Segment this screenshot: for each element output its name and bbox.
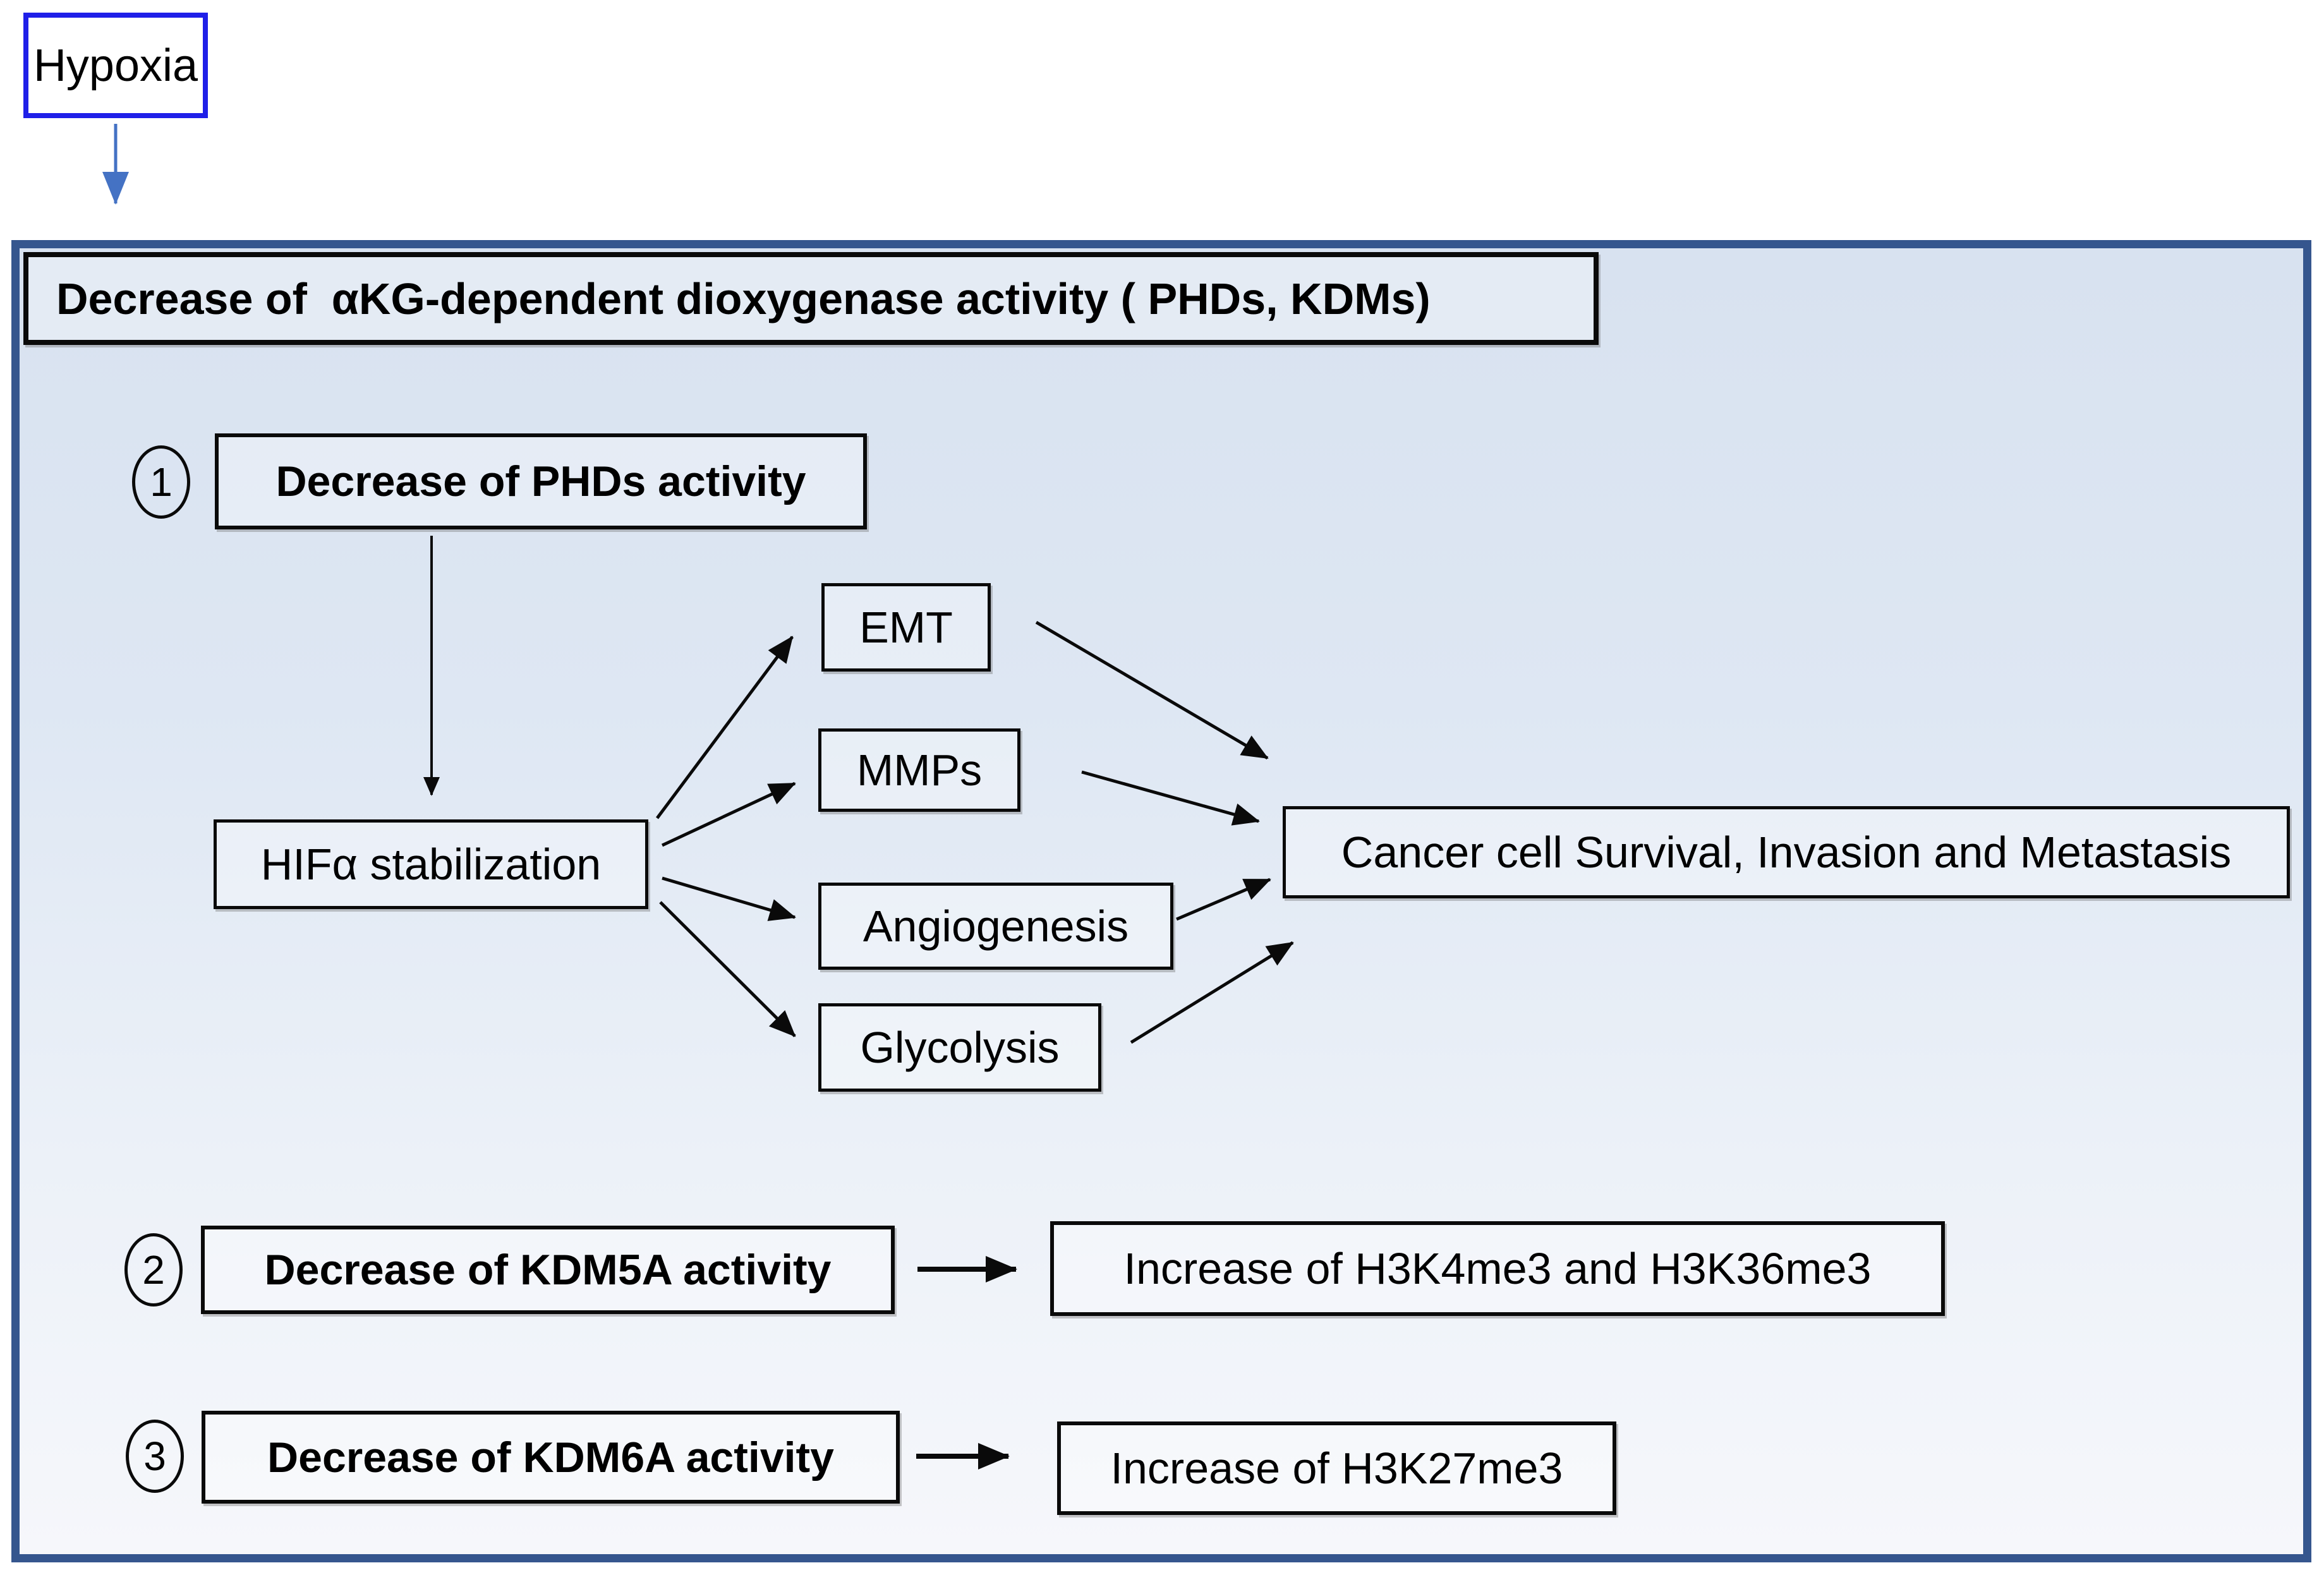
effect-glycolysis-label: Glycolysis [860,1023,1060,1072]
pathway1-outcome-label: Cancer cell Survival, Invasion and Metas… [1341,828,2232,877]
pathway1-outcome-box: Cancer cell Survival, Invasion and Metas… [1283,806,2290,898]
pathway2-outcome-label: Increase of H3K4me3 and H3K36me3 [1123,1244,1872,1293]
pathway3-number-badge: 3 [126,1420,184,1493]
panel-header-box: Decrease of αKG-dependent dioxygenase ac… [23,252,1599,345]
effect-box-glycolysis: Glycolysis [818,1003,1101,1092]
hypoxia-label: Hypoxia [33,40,198,91]
pathway2-number: 2 [142,1247,165,1293]
pathway2-trigger-label: Decrease of KDM5A activity [264,1246,832,1294]
pathway2-trigger-box: Decrease of KDM5A activity [201,1226,895,1314]
effect-angiogenesis-label: Angiogenesis [862,902,1129,951]
hypoxia-node: Hypoxia [23,13,208,118]
effect-box-emt: EMT [821,583,991,672]
pathway3-outcome-box: Increase of H3K27me3 [1057,1421,1616,1515]
pathway2-number-badge: 2 [124,1233,183,1306]
effect-box-mmps: MMPs [818,728,1020,812]
pathway-panel [11,240,2311,1562]
pathway3-outcome-label: Increase of H3K27me3 [1110,1444,1563,1493]
pathway1-trigger-label: Decrease of PHDs activity [275,457,806,505]
pathway3-trigger-label: Decrease of KDM6A activity [267,1433,834,1481]
panel-header-label: Decrease of αKG-dependent dioxygenase ac… [56,274,1431,323]
effect-emt-label: EMT [859,603,953,652]
effect-box-angiogenesis: Angiogenesis [818,883,1173,970]
pathway3-number: 3 [143,1433,166,1479]
pathway1-number: 1 [150,459,172,505]
pathway2-outcome-box: Increase of H3K4me3 and H3K36me3 [1050,1221,1945,1316]
hif-stabilization-label: HIFα stabilization [260,840,602,889]
pathway1-trigger-box: Decrease of PHDs activity [215,433,867,529]
pathway1-number-badge: 1 [132,445,190,519]
effect-mmps-label: MMPs [856,745,983,795]
hif-stabilization-box: HIFα stabilization [214,819,648,909]
pathway3-trigger-box: Decrease of KDM6A activity [202,1411,900,1504]
